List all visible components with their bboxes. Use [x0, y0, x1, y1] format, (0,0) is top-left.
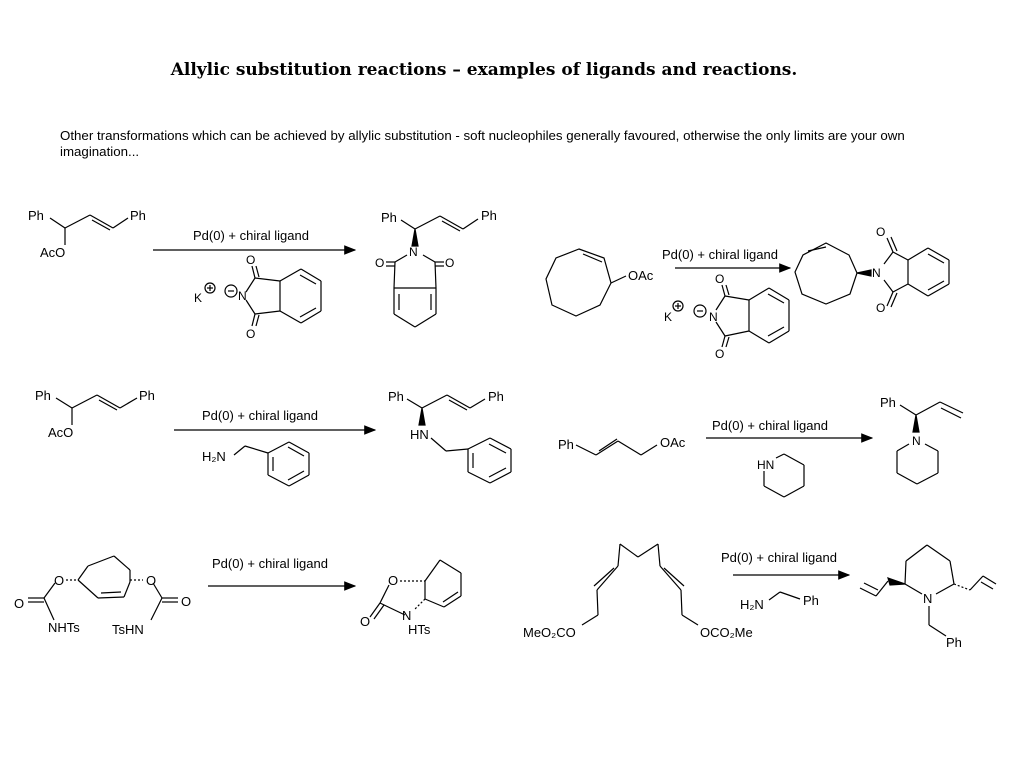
r5-product-hts: HTs: [408, 622, 431, 637]
r5-substrate-o-right: O: [146, 573, 156, 588]
reaction-4-product: [896, 401, 964, 485]
reaction-3: [55, 394, 512, 487]
r3-reagent-h2n: H₂N: [202, 449, 226, 464]
reaction-5: [28, 555, 462, 621]
r4-substrate-oac: OAc: [660, 435, 686, 450]
r2-reagent-n: N: [709, 310, 718, 324]
r3-product-ph-left: Ph: [388, 389, 404, 404]
r5-conditions: Pd(0) + chiral ligand: [212, 556, 328, 571]
r3-substrate-ph-right: Ph: [139, 388, 155, 403]
r1-product-o-right: O: [445, 256, 454, 270]
r5-substrate-tshn: TsHN: [112, 622, 144, 637]
r1-reagent-n: N: [238, 289, 247, 303]
r1-product-ph-left: Ph: [381, 210, 397, 225]
r6-reagent-ph: Ph: [803, 593, 819, 608]
r4-conditions: Pd(0) + chiral ligand: [712, 418, 828, 433]
page-title: Allylic substitution reactions – example…: [170, 60, 798, 80]
r2-reagent-o-top: O: [715, 272, 724, 286]
r2-conditions: Pd(0) + chiral ligand: [662, 247, 778, 262]
reaction-5-product: [369, 559, 462, 620]
r6-product-ph: Ph: [946, 635, 962, 650]
r3-product-hn: HN: [410, 427, 429, 442]
reaction-4-reagent-piperidine: [763, 453, 805, 498]
r4-substrate-ph: Ph: [558, 437, 574, 452]
r4-reagent-hn: HN: [757, 458, 774, 472]
r3-product-ph-right: Ph: [488, 389, 504, 404]
r5-product-o-carbonyl: O: [360, 614, 370, 629]
reaction-3-product: [406, 394, 512, 484]
r5-product-o-ring: O: [388, 573, 398, 588]
reaction-3-substrate: [55, 394, 138, 425]
r4-product-n: N: [912, 434, 921, 448]
reaction-6-substrate: [581, 543, 699, 626]
reaction-6-reagent-benzylamine: [768, 591, 801, 601]
r1-product-o-left: O: [375, 256, 384, 270]
reaction-2-substrate: [545, 248, 627, 317]
r3-substrate-aco: AcO: [48, 425, 73, 440]
r6-conditions: Pd(0) + chiral ligand: [721, 550, 837, 565]
r6-reagent-h2n: H₂N: [740, 597, 764, 612]
r5-substrate-o-left: O: [54, 573, 64, 588]
reaction-6: [581, 543, 997, 637]
r5-product-n: N: [402, 608, 411, 623]
reaction-4: [575, 401, 964, 498]
r5-substrate-o-carbonyl-right: O: [181, 594, 191, 609]
reaction-2: [545, 236, 950, 348]
r3-conditions: Pd(0) + chiral ligand: [202, 408, 318, 423]
r5-substrate-o-carbonyl-left: O: [14, 596, 24, 611]
r2-reagent-o-bottom: O: [715, 347, 724, 361]
r1-substrate-aco: AcO: [40, 245, 65, 260]
reaction-2-product: [794, 236, 950, 308]
r6-substrate-meo2co: MeO₂CO: [523, 625, 576, 640]
r2-product-o-top: O: [876, 225, 885, 239]
r6-substrate-oco2me: OCO₂Me: [700, 625, 753, 640]
r1-potassium: K: [194, 291, 202, 305]
intro-text: Other transformations which can be achie…: [60, 128, 905, 159]
r1-reagent-o-top: O: [246, 253, 255, 267]
r1-substrate-ph-right: Ph: [130, 208, 146, 223]
reaction-1-reagent-phthalimide: [204, 265, 322, 327]
reaction-6-product: [859, 544, 997, 637]
reaction-5-substrate: [28, 555, 178, 621]
r2-product-n: N: [872, 266, 881, 280]
reaction-2-reagent-phthalimide: [672, 284, 790, 348]
r1-conditions: Pd(0) + chiral ligand: [193, 228, 309, 243]
r1-substrate-ph-left: Ph: [28, 208, 44, 223]
r1-product-ph-right: Ph: [481, 208, 497, 223]
r1-product-n: N: [409, 245, 418, 259]
r4-product-ph: Ph: [880, 395, 896, 410]
r2-product-o-bottom: O: [876, 301, 885, 315]
r2-potassium: K: [664, 310, 672, 324]
r5-substrate-nhts: NHTs: [48, 620, 80, 635]
r6-product-n: N: [923, 591, 932, 606]
r1-reagent-o-bottom: O: [246, 327, 255, 341]
reaction-1-substrate: [49, 214, 129, 245]
r2-substrate-oac: OAc: [628, 268, 654, 283]
reaction-1: [49, 214, 479, 328]
reaction-3-reagent-benzylamine: [233, 441, 310, 487]
reaction-1-product: [386, 215, 479, 328]
r3-substrate-ph-left: Ph: [35, 388, 51, 403]
reaction-4-substrate: [575, 438, 658, 456]
